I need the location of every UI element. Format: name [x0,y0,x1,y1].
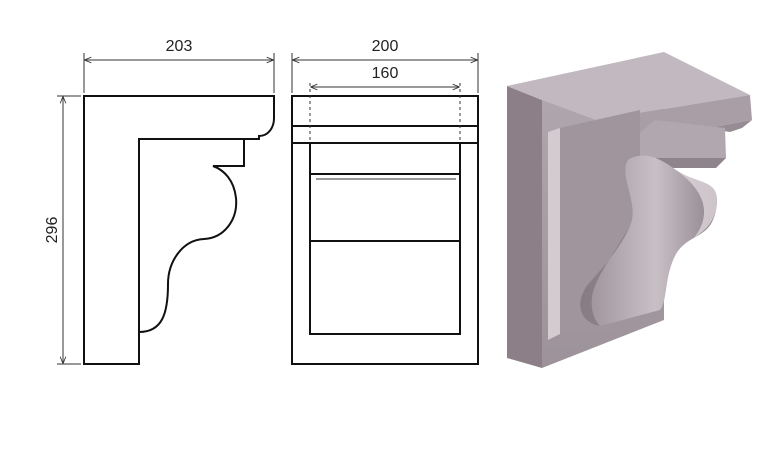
front-outline [291,95,479,365]
front-width-dimension: 200 [291,38,479,93]
side-width-label: 203 [166,38,193,55]
model-scroll-shadow [580,226,630,326]
model-cornice-step-2 [620,120,726,164]
side-view [83,95,275,365]
front-view [291,95,479,365]
model-back-side-face [507,86,542,368]
front-inner-width-label: 160 [372,65,399,82]
model-top-face [507,52,750,120]
side-molding-curve [138,138,259,333]
side-profile-outline [83,95,275,365]
height-label: 296 [44,217,61,244]
front-inner-width-dimension: 160 [309,65,461,140]
model-scroll-bracket [580,155,717,326]
console-3d-model [507,52,752,368]
height-dimension: 296 [44,95,81,365]
model-inner-panel-edge [548,128,560,340]
front-width-label: 200 [372,38,399,55]
front-inner-panel [309,143,461,335]
side-width-dimension: 203 [83,38,275,93]
model-scroll-highlight [676,170,717,238]
